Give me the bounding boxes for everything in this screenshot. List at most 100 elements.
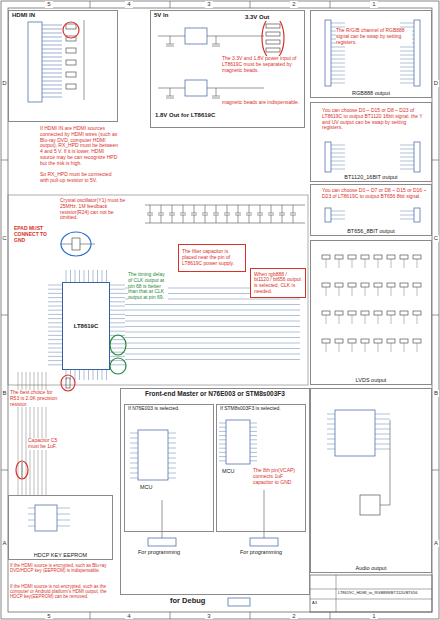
grid-letter: C bbox=[2, 235, 7, 242]
wire bbox=[352, 287, 353, 296]
chip-pin bbox=[93, 270, 94, 282]
chip-pin bbox=[110, 356, 125, 357]
wire bbox=[170, 88, 171, 96]
wire bbox=[417, 259, 418, 268]
chip-pin bbox=[110, 310, 125, 311]
wire bbox=[326, 315, 327, 324]
grid-tick bbox=[330, 1, 331, 8]
chip-pin bbox=[110, 322, 125, 323]
grid-tick bbox=[432, 470, 439, 471]
section-heading: If N76E003 is selected. bbox=[127, 406, 180, 412]
bus-wire bbox=[125, 359, 300, 360]
design-note: If HDMI IN are HDMI sources connected by… bbox=[40, 126, 120, 166]
chip-pin bbox=[48, 352, 62, 353]
bus-wire bbox=[125, 337, 300, 338]
chip-pin bbox=[327, 434, 335, 435]
header-connector bbox=[325, 20, 331, 86]
resistor-array bbox=[335, 255, 343, 259]
wire bbox=[282, 205, 283, 213]
design-note: You can choose D0 ~ D7 or D8 ~ D15 or D1… bbox=[322, 188, 428, 200]
mcu-chip bbox=[226, 420, 250, 464]
capacitor-symbol bbox=[212, 96, 220, 97]
wire bbox=[84, 20, 85, 100]
signal-wire bbox=[331, 161, 345, 162]
crystal-symbol bbox=[72, 238, 80, 250]
chip-pin bbox=[375, 424, 390, 425]
chip-pin bbox=[219, 439, 226, 440]
signal-wire bbox=[331, 157, 345, 158]
resistor-array bbox=[413, 255, 421, 259]
capacitor-symbol bbox=[213, 213, 219, 214]
hdmi-pin bbox=[42, 97, 62, 98]
debug-header bbox=[228, 598, 250, 606]
signal-wire bbox=[400, 211, 414, 212]
grid-letter: A bbox=[2, 540, 7, 547]
chip-pin bbox=[102, 370, 103, 380]
chip-pin bbox=[75, 270, 76, 282]
chip-pin bbox=[106, 370, 107, 380]
chip-pin bbox=[219, 456, 226, 457]
section-heading: Audio output bbox=[355, 565, 388, 571]
chip-pin bbox=[110, 343, 125, 344]
wire bbox=[404, 343, 405, 352]
chip-pin bbox=[130, 453, 138, 454]
section-heading: BT656_8BIT output bbox=[346, 228, 396, 234]
signal-wire bbox=[400, 47, 414, 48]
wire bbox=[205, 215, 206, 223]
highlight-ellipse bbox=[61, 375, 75, 391]
capacitor-symbol bbox=[166, 44, 174, 45]
bus-wire bbox=[125, 354, 300, 355]
chip-pin bbox=[84, 270, 85, 282]
chip-pin bbox=[250, 423, 257, 424]
chip-pin bbox=[250, 427, 257, 428]
wire bbox=[194, 205, 195, 213]
chip-pin bbox=[168, 443, 176, 444]
resistor-array bbox=[322, 283, 330, 287]
section-heading: RGB888 output bbox=[351, 90, 391, 96]
chip-pin bbox=[110, 297, 125, 298]
design-note: The timing delay of CLK output at pin 68… bbox=[128, 272, 168, 301]
hdmi-pin bbox=[42, 85, 62, 86]
resistor-array bbox=[400, 339, 408, 343]
mcu-chip bbox=[138, 430, 168, 480]
chip-pin bbox=[130, 463, 138, 464]
wire bbox=[365, 315, 366, 324]
wire bbox=[216, 205, 217, 213]
chip-pin bbox=[168, 438, 176, 439]
resistor-array bbox=[322, 255, 330, 259]
chip-pin bbox=[219, 444, 226, 445]
highlight-ellipse bbox=[63, 22, 79, 38]
signal-wire bbox=[331, 55, 345, 56]
chip-pin bbox=[327, 439, 335, 440]
wire bbox=[339, 343, 340, 352]
audio-jack bbox=[360, 495, 380, 515]
signal-wire bbox=[400, 71, 414, 72]
hdmi-pin bbox=[42, 73, 62, 74]
signal-wire bbox=[400, 153, 414, 154]
chip-pin bbox=[250, 448, 257, 449]
chip-pin bbox=[219, 452, 226, 453]
wire bbox=[282, 215, 283, 223]
chip-pin bbox=[28, 514, 35, 515]
resistor-array bbox=[413, 283, 421, 287]
esd-diode-symbol bbox=[66, 24, 76, 29]
capacitor-symbol bbox=[279, 213, 285, 214]
capacitor-symbol bbox=[202, 213, 208, 214]
grid-number: 2 bbox=[290, 1, 298, 8]
capacitor-symbol bbox=[169, 213, 175, 214]
hdmi-pin bbox=[42, 57, 62, 58]
hdmi-pin bbox=[42, 29, 62, 30]
design-note: EPAD MUST CONNECT TO GND bbox=[14, 226, 56, 243]
signal-wire bbox=[400, 169, 414, 170]
esd-diode-symbol bbox=[66, 48, 76, 53]
wire bbox=[260, 215, 261, 223]
chip-pin bbox=[130, 468, 138, 469]
wire bbox=[391, 259, 392, 268]
signal-wire bbox=[331, 63, 345, 64]
part-label: For programming bbox=[138, 549, 198, 555]
chip-pin bbox=[66, 270, 67, 282]
chip-pin bbox=[93, 370, 94, 380]
chip-pin bbox=[130, 438, 138, 439]
title-block-text: A3 bbox=[312, 601, 332, 606]
signal-wire bbox=[400, 79, 414, 80]
